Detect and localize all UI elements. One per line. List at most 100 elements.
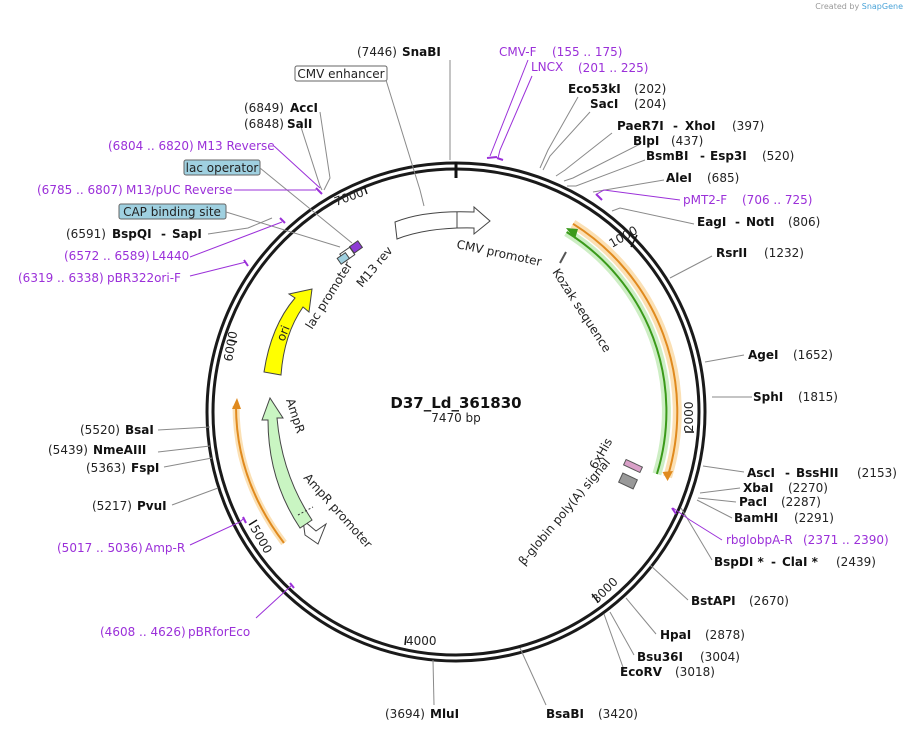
- site-bsu36i[interactable]: Bsu36I(3004): [637, 650, 740, 664]
- site-bspdi-clai[interactable]: BspDI *-ClaI *(2439): [714, 555, 876, 569]
- site-mlui[interactable]: (3694)MluI: [385, 707, 459, 721]
- site-saci[interactable]: SacI(204): [590, 97, 666, 111]
- primer-name: rbglobpA-R: [726, 533, 793, 547]
- site-bspqi-sapi[interactable]: (6591)BspQI-SapI: [66, 227, 202, 241]
- cap-site-box[interactable]: [336, 251, 351, 265]
- site-acci[interactable]: (6849)AccI: [244, 101, 318, 115]
- site-snabi[interactable]: (7446)SnaBI: [357, 45, 441, 59]
- site-separator: -: [161, 227, 166, 241]
- site-pos: (1652): [793, 348, 833, 362]
- site-eco53ki[interactable]: Eco53kI(202): [568, 82, 666, 96]
- site-enzyme: AccI: [290, 101, 318, 115]
- cmv-promoter-arrow[interactable]: [394, 205, 491, 240]
- site-paer7i-xhoi[interactable]: PaeR7I-XhoI(397): [617, 119, 764, 133]
- ampr-left-orange-arrowhead: [232, 398, 241, 409]
- primer-pmt2-f[interactable]: pMT2-F(706 .. 725): [683, 193, 812, 207]
- site-enzyme: BamHI: [734, 511, 778, 525]
- ampr-label: AmpR: [283, 397, 307, 435]
- site-hpai[interactable]: HpaI(2878): [660, 628, 745, 642]
- primer-m13-reverse[interactable]: (6804 .. 6820)M13 Reverse: [108, 139, 275, 153]
- ampr-arrow[interactable]: [261, 396, 313, 529]
- primer-range: (4608 .. 4626): [100, 625, 186, 639]
- site-sphi[interactable]: SphI(1815): [753, 390, 838, 404]
- primer-range: (201 .. 225): [578, 61, 648, 75]
- site-pos: (2153): [857, 466, 897, 480]
- site-enzyme: SphI: [753, 390, 783, 404]
- site-sali[interactable]: (6848)SalI: [244, 117, 312, 131]
- site-bsmbi-esp3i[interactable]: BsmBI-Esp3I(520): [646, 149, 794, 163]
- primer-amp-r[interactable]: (5017 .. 5036)Amp-R: [57, 541, 185, 555]
- site-pvui[interactable]: (5217)PvuI: [92, 499, 167, 513]
- primer-m13-puc-reverse[interactable]: (6785 .. 6807)M13/pUC Reverse: [37, 183, 233, 197]
- site-pos: (437): [671, 134, 703, 148]
- site-labels: (7446)SnaBI Eco53kI(202) SacI(204) PaeR7…: [48, 45, 897, 721]
- primer-range: (6785 .. 6807): [37, 183, 123, 197]
- site-paci[interactable]: PacI(2287): [739, 495, 821, 509]
- site-agei[interactable]: AgeI (1652): [748, 348, 833, 362]
- primer-range: (6572 .. 6589): [64, 249, 150, 263]
- site-enzyme: AleI: [666, 171, 692, 185]
- site-pos: (2291): [794, 511, 834, 525]
- site-blpi[interactable]: BlpI(437): [633, 134, 703, 148]
- site-asci-bsshii[interactable]: AscI-BssHII(2153): [747, 466, 897, 480]
- credit-prefix: Created by: [815, 2, 860, 11]
- site-eagi-noti[interactable]: EagI-NotI(806): [697, 215, 820, 229]
- site-alei[interactable]: AleI (685): [666, 171, 739, 185]
- site-separator: -: [700, 149, 705, 163]
- primer-cmv-f[interactable]: CMV-F(155 .. 175): [499, 45, 622, 59]
- cmv-enhancer-callout[interactable]: CMV enhancer: [294, 65, 388, 82]
- site-pos: (6848): [244, 117, 284, 131]
- primer-range: (6804 .. 6820): [108, 139, 194, 153]
- tick-label-7000: 7000: [332, 185, 365, 209]
- primer-pbrforeco[interactable]: (4608 .. 4626)pBRforEco: [100, 625, 250, 639]
- orf-orange-arc[interactable]: [572, 222, 679, 478]
- site-pos: (6591): [66, 227, 106, 241]
- site-pos: (2287): [781, 495, 821, 509]
- site-bsabi[interactable]: BsaBI(3420): [546, 707, 638, 721]
- site-bamhi[interactable]: BamHI (2291): [734, 511, 834, 525]
- site-nmeaiii[interactable]: (5439)NmeAIII: [48, 443, 146, 457]
- orf-green-arc[interactable]: [566, 231, 668, 475]
- site-enzyme: HpaI: [660, 628, 691, 642]
- site-ecorv[interactable]: EcoRV(3018): [620, 665, 715, 679]
- site-fspi[interactable]: (5363)FspI: [86, 461, 159, 475]
- primer-name: pBRforEco: [188, 625, 250, 639]
- site-pos: (5363): [86, 461, 126, 475]
- ori-arrow[interactable]: [263, 288, 313, 376]
- primer-range: (2371 .. 2390): [803, 533, 889, 547]
- primer-pbr322ori-f[interactable]: (6319 .. 6338)pBR322ori-F: [18, 271, 181, 285]
- site-enzyme-2: ClaI *: [782, 555, 819, 569]
- ampr-left-orange-arc[interactable]: [235, 405, 285, 544]
- site-enzyme: BsmBI: [646, 149, 688, 163]
- site-enzyme: PvuI: [137, 499, 167, 513]
- site-enzyme: AgeI: [748, 348, 778, 362]
- cmv-enhancer-label: CMV enhancer: [297, 67, 384, 81]
- globin-polya-box[interactable]: [617, 472, 639, 490]
- primer-rbglobpa-r[interactable]: rbglobpA-R (2371 .. 2390): [726, 533, 889, 547]
- primer-lncx[interactable]: LNCX(201 .. 225): [531, 60, 648, 75]
- site-rsrii[interactable]: RsrII(1232): [716, 246, 804, 260]
- site-bsai[interactable]: (5520)BsaI: [80, 423, 154, 437]
- primer-name: M13/pUC Reverse: [126, 183, 233, 197]
- primer-l4440[interactable]: (6572 .. 6589)L4440: [64, 249, 189, 263]
- lac-operator-callout[interactable]: lac operator: [183, 159, 261, 176]
- primer-name: Amp-R: [145, 541, 185, 555]
- site-enzyme-2: SapI: [172, 227, 202, 241]
- site-pos: (685): [707, 171, 739, 185]
- site-bstapi[interactable]: BstAPI(2670): [691, 594, 789, 608]
- cap-site-callout[interactable]: CAP binding site: [118, 203, 227, 220]
- kozak-label: Kozak sequence: [549, 266, 613, 355]
- site-separator: -: [785, 466, 790, 480]
- site-separator: -: [771, 555, 776, 569]
- site-enzyme: PaeR7I: [617, 119, 664, 133]
- m13-rev-box[interactable]: [348, 240, 364, 254]
- cap-site-label: CAP binding site: [123, 205, 221, 219]
- primer-range: (5017 .. 5036): [57, 541, 143, 555]
- snapgene-credit: Created by SnapGene: [815, 2, 903, 11]
- ampr-promoter-arrow[interactable]: [302, 518, 328, 545]
- his-tag-box[interactable]: [622, 458, 644, 474]
- leader-lines: [157, 60, 752, 706]
- snapgene-logo-text: SnapGene: [861, 2, 903, 11]
- lac-operator-label: lac operator: [186, 161, 259, 175]
- site-xbai[interactable]: XbaI(2270): [743, 481, 828, 495]
